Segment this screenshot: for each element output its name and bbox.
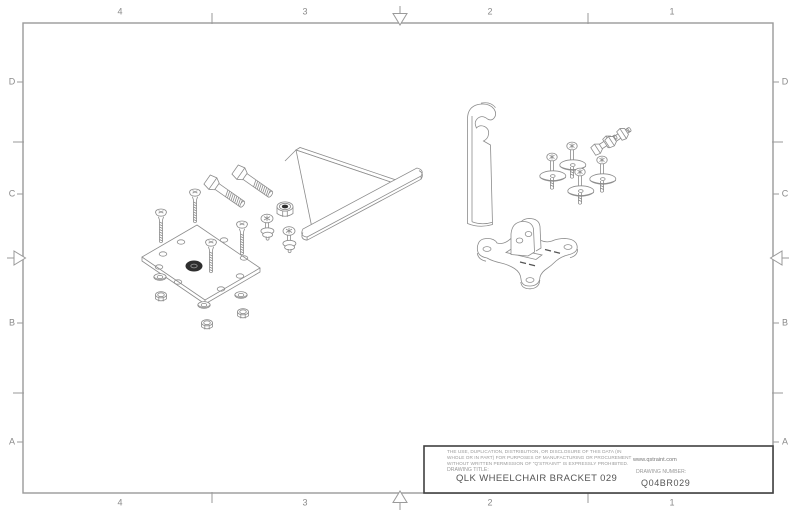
zone-col-label-top: 3 (302, 6, 308, 17)
zone-col-label-bottom: 2 (487, 497, 493, 508)
drawing-number-label: DRAWING NUMBER: (636, 469, 687, 475)
zone-boundary-ticks (13, 13, 783, 503)
floor-bracket-drawing (284, 147, 423, 241)
legal-notice-line: THE USE, DUPLICATION, DISTRIBUTION, OR D… (447, 449, 622, 454)
machine-screw-drawing (282, 226, 297, 254)
qlk-base-plate-drawing (476, 218, 578, 290)
legal-notice-line: WITHOUT WRITTEN PERMISSION OF "Q'STRAINT… (447, 461, 629, 466)
hex-nut-drawing (237, 308, 249, 319)
zone-row-label-right: C (781, 188, 789, 199)
flat-screw-drawing (155, 208, 167, 244)
hex-nut-drawing (155, 291, 167, 302)
truss-screw-drawing (589, 155, 617, 193)
zone-col-label-bottom: 3 (302, 497, 308, 508)
zone-row-label-left: B (8, 317, 16, 328)
center-mark-right (769, 250, 789, 266)
zone-col-label-top: 2 (487, 6, 493, 17)
zone-row-label-right: A (781, 436, 789, 447)
center-mark-bottom (392, 490, 408, 510)
zone-col-label-top: 1 (669, 6, 675, 17)
zone-row-label-left: C (8, 188, 16, 199)
truss-screw-drawing (539, 152, 567, 190)
drawing-number: Q04BR029 (641, 478, 691, 488)
left-exploded-assembly (141, 147, 423, 330)
flat-screw-drawing (236, 220, 248, 256)
hex-bolt-drawing (230, 163, 277, 202)
plate-center-slot (185, 260, 203, 272)
bracket-tab-line (284, 149, 297, 162)
drawing-title: QLK WHEELCHAIR BRACKET 029 (456, 473, 618, 484)
base-plate-holes (482, 244, 573, 283)
zone-row-label-right: B (781, 317, 789, 328)
bolt-nut-assembly-drawing (603, 123, 635, 150)
hook-plate-drawing (467, 102, 497, 227)
zone-row-label-left: A (8, 436, 16, 447)
lock-nut-drawing (276, 201, 294, 217)
website-url: www.qstraint.com (633, 457, 677, 463)
center-marks (7, 6, 789, 510)
washer-drawing (197, 301, 211, 309)
zone-col-label-bottom: 4 (117, 497, 123, 508)
washer-drawing (234, 291, 248, 299)
machine-screw-drawing (260, 213, 275, 241)
zone-col-label-top: 4 (117, 6, 123, 17)
anchor-plate-drawing (141, 224, 261, 305)
legal-notice-line: WHOLE OR IN PART) FOR PURPOSES OF MANUFA… (447, 455, 632, 460)
center-mark-left (7, 250, 27, 266)
zone-row-label-right: D (781, 76, 789, 87)
truss-screw-drawing (567, 167, 595, 205)
stamped-marks (519, 248, 561, 267)
zone-row-label-left: D (8, 76, 16, 87)
hex-nut-drawing (201, 319, 213, 330)
flat-screw-drawing (189, 188, 201, 224)
washer-drawing (153, 273, 167, 281)
plate-holes (154, 237, 249, 292)
center-mark-top (392, 6, 408, 26)
sheet-frame (22, 22, 774, 494)
clevis-lug-drawing (505, 218, 543, 260)
right-exploded-assembly (467, 102, 635, 290)
drawing-title-label: DRAWING TITLE: (447, 467, 489, 473)
zone-col-label-bottom: 1 (669, 497, 675, 508)
title-block-frame (423, 445, 774, 494)
